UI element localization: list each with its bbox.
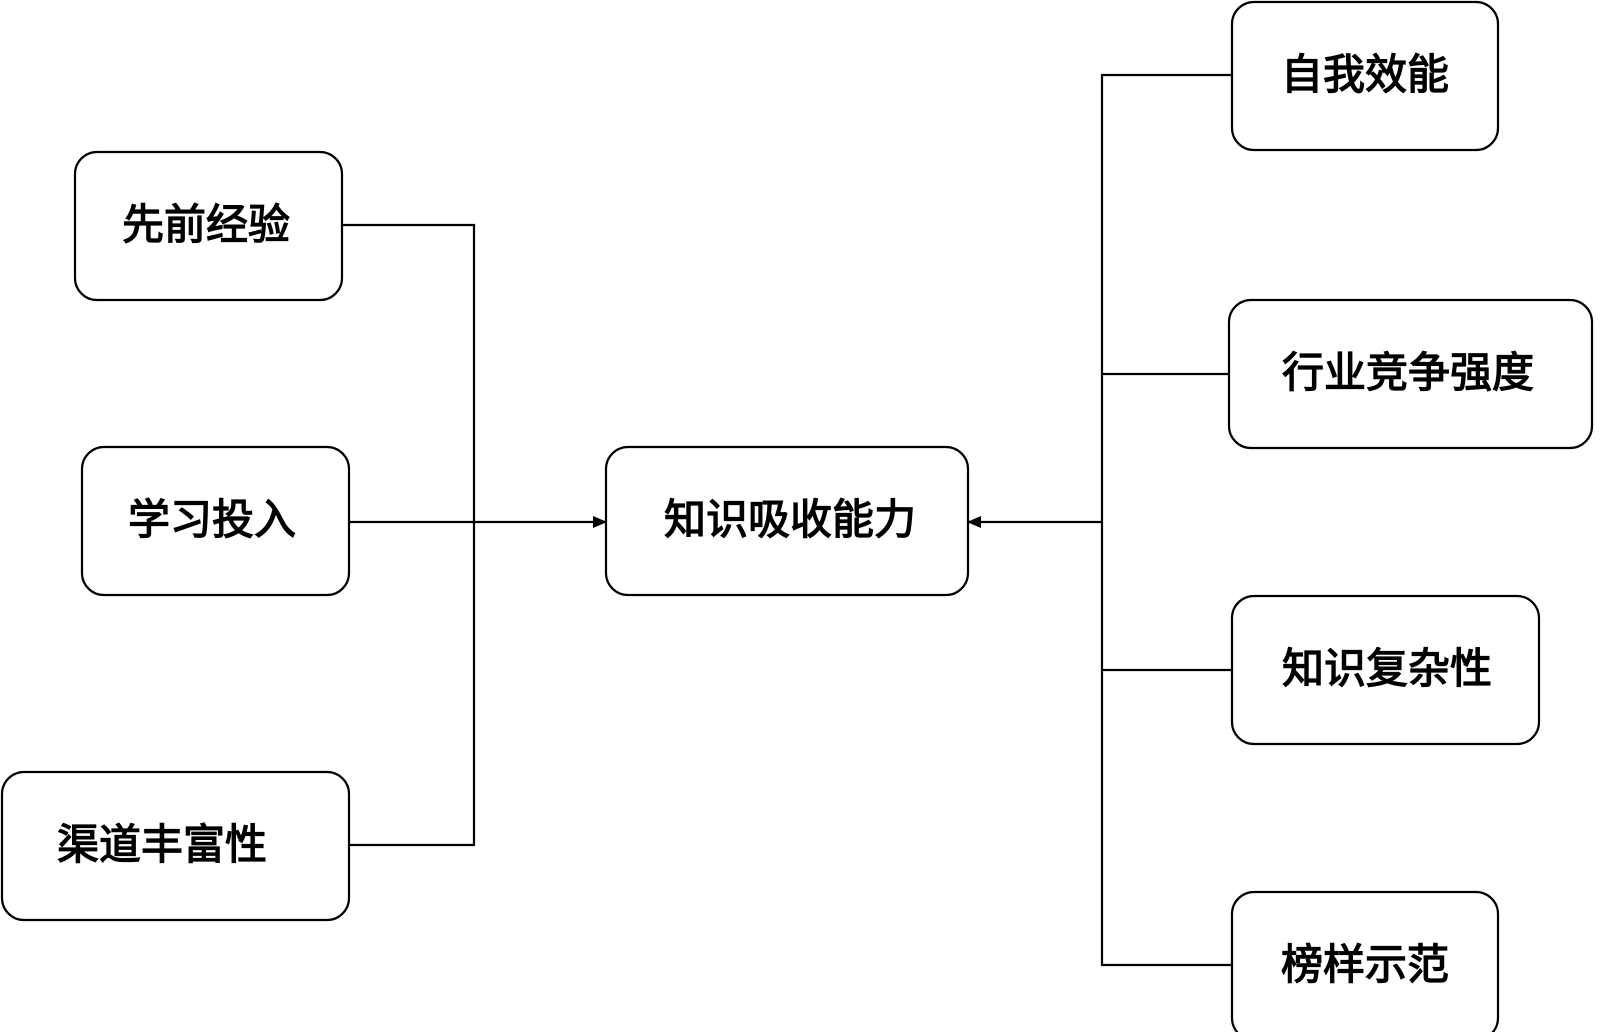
node-learning-input: 学习投入: [80, 445, 351, 597]
node-role-model-demonstration: 榜样示范: [1230, 890, 1500, 1032]
edge-right-bus: [1100, 73, 1232, 967]
node-label: 知识吸收能力: [664, 495, 916, 544]
edge-prior-experience: [342, 223, 476, 847]
node-label: 学习投入: [128, 495, 296, 544]
node-industry-competition-intensity: 行业竞争强度: [1227, 298, 1594, 450]
node-knowledge-absorption-capacity: 知识吸收能力: [604, 445, 970, 597]
node-label: 渠道丰富性: [57, 820, 267, 869]
node-label: 自我效能: [1281, 50, 1449, 99]
node-label: 榜样示范: [1281, 940, 1449, 989]
node-label: 行业竞争强度: [1282, 348, 1534, 397]
node-prior-experience: 先前经验: [73, 150, 344, 302]
node-channel-richness: 渠道丰富性: [0, 770, 351, 922]
node-knowledge-complexity: 知识复杂性: [1230, 594, 1541, 746]
node-self-efficacy: 自我效能: [1230, 0, 1500, 152]
node-label: 知识复杂性: [1282, 644, 1492, 693]
node-label: 先前经验: [122, 200, 290, 249]
